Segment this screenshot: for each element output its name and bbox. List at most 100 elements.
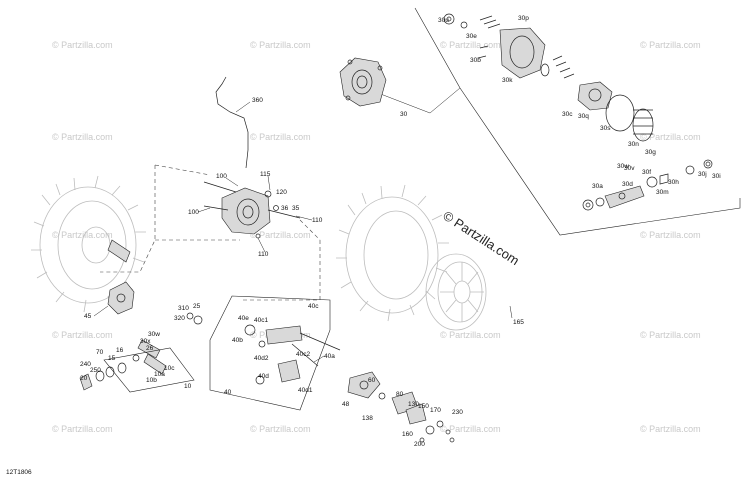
label-360: 360	[252, 97, 263, 104]
left-drive-components	[79, 239, 203, 393]
label-40d1: 40d1	[298, 387, 313, 394]
watermark-tile: © Partzilla.com	[440, 330, 501, 340]
label-10a: 10a	[154, 371, 165, 378]
label-48: 48	[342, 401, 350, 408]
label-10: 10	[184, 383, 192, 390]
label-20: 20	[80, 375, 88, 382]
label-16: 16	[116, 347, 124, 354]
watermark-tile: © Partzilla.com	[250, 230, 311, 240]
label-40a: 40a	[324, 353, 335, 360]
label-310: 310	[178, 305, 189, 312]
label-320: 320	[174, 315, 185, 322]
label-115: 115	[260, 171, 271, 178]
label-40b: 40b	[232, 337, 243, 344]
label-30h: 30h	[668, 179, 679, 186]
label-35: 35	[292, 205, 300, 212]
label-40d: 40d	[258, 373, 269, 380]
label-36: 36	[281, 205, 289, 212]
label-26: 26	[146, 345, 154, 352]
differential-exploded-frame	[414, 7, 741, 236]
label-10b: 10b	[146, 377, 157, 384]
watermark-tiles: © Partzilla.com © Partzilla.com © Partzi…	[52, 40, 701, 434]
label-30p: 30p	[518, 15, 529, 22]
breather-hose-360	[215, 76, 249, 169]
front-differential-body	[203, 181, 301, 239]
watermark-tile: © Partzilla.com	[640, 230, 701, 240]
label-30x: 30x	[140, 338, 151, 345]
watermark-tile: © Partzilla.com	[250, 424, 311, 434]
label-30: 30	[400, 111, 408, 118]
main-watermark: © Partzilla.com	[440, 208, 522, 268]
leader-lines	[93, 175, 513, 363]
label-100-lower: 100	[188, 209, 199, 216]
label-30f: 30f	[642, 169, 651, 176]
label-60: 60	[368, 377, 376, 384]
drawing-code: 12T1806	[6, 469, 32, 476]
assembly-dashed-outline	[100, 164, 321, 301]
leader-360	[235, 101, 251, 113]
watermark-tile: © Partzilla.com	[52, 40, 113, 50]
watermark-tile: © Partzilla.com	[640, 424, 701, 434]
rim-ghost	[425, 253, 487, 331]
label-10c: 10c	[164, 365, 175, 372]
watermark-tile: © Partzilla.com	[640, 40, 701, 50]
watermark-tile: © Partzilla.com	[250, 132, 311, 142]
watermark-tile: © Partzilla.com	[640, 132, 701, 142]
label-30m: 30m	[656, 189, 669, 196]
label-110-lower: 110	[258, 251, 269, 258]
label-40d2: 40d2	[254, 355, 269, 362]
label-40c1: 40c1	[254, 317, 268, 324]
label-165: 165	[513, 319, 524, 326]
leader-30	[377, 87, 461, 114]
label-30d: 30d	[622, 181, 633, 188]
label-40: 40	[224, 389, 232, 396]
label-110-right: 110	[312, 217, 323, 224]
watermark-tile: © Partzilla.com	[250, 40, 311, 50]
label-100-upper: 100	[216, 173, 227, 180]
label-150: 150	[418, 403, 429, 410]
label-70: 70	[96, 349, 104, 356]
watermark-tile: © Partzilla.com	[640, 330, 701, 340]
label-30g: 30g	[645, 149, 656, 156]
label-80: 80	[396, 391, 404, 398]
label-15: 15	[108, 355, 116, 362]
center-wheel-ghost	[336, 184, 449, 322]
hub-knuckle-assembly	[347, 371, 455, 443]
label-30i: 30i	[712, 173, 721, 180]
label-30w-top: 30w	[617, 163, 629, 170]
label-30v: 30v	[624, 165, 635, 172]
label-30j: 30j	[698, 171, 707, 178]
label-250: 250	[90, 367, 101, 374]
label-240: 240	[80, 361, 91, 368]
label-30q: 30q	[578, 113, 589, 120]
label-25: 25	[193, 303, 201, 310]
label-160: 160	[402, 431, 413, 438]
watermark-tile: © Partzilla.com	[440, 424, 501, 434]
label-30a: 30a	[592, 183, 603, 190]
label-40c: 40c	[308, 303, 319, 310]
drive-shaft-40	[209, 295, 341, 411]
watermark-tile: © Partzilla.com	[52, 230, 113, 240]
watermark-tile: © Partzilla.com	[52, 424, 113, 434]
label-30c: 30c	[562, 111, 573, 118]
label-120: 120	[276, 189, 287, 196]
differential-housing-30	[339, 57, 387, 107]
label-230: 230	[452, 409, 463, 416]
label-30e: 30e	[466, 33, 477, 40]
label-170: 170	[430, 407, 441, 414]
label-30s: 30s	[600, 125, 611, 132]
part-labels: 30 30a 30b 30c 30d 30e 30f 30g 30h 30i 3…	[80, 15, 721, 448]
differential-components	[443, 13, 713, 211]
label-138: 138	[362, 415, 373, 422]
label-130: 130	[408, 401, 419, 408]
label-30w: 30w	[148, 331, 160, 338]
label-30u: 30u	[438, 17, 449, 24]
label-40c2: 40c2	[296, 351, 310, 358]
label-40e: 40e	[238, 315, 249, 322]
watermark-tile: © Partzilla.com	[52, 330, 113, 340]
label-200: 200	[414, 441, 425, 448]
watermark-tile: © Partzilla.com	[440, 40, 501, 50]
watermark-tile: © Partzilla.com	[52, 132, 113, 142]
label-30n: 30n	[628, 141, 639, 148]
